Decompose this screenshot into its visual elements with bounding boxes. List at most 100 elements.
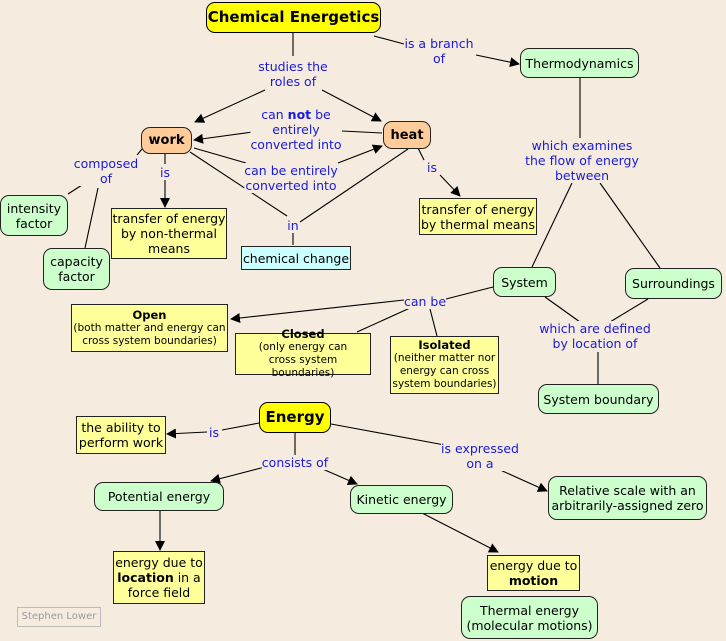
link-line [221, 422, 260, 431]
link-line [341, 130, 383, 134]
node-label: Potential energy [107, 489, 211, 504]
link-text: can [261, 107, 288, 122]
node-potential-energy[interactable]: Potential energy [94, 482, 224, 511]
link-line [356, 307, 411, 333]
link-emphasis: not [287, 107, 312, 122]
link-label-energy-is: is [209, 425, 219, 440]
node-label: transfer of energy [421, 201, 535, 217]
node-title: Isolated [418, 338, 471, 352]
link-text: is [209, 425, 219, 440]
link-line [417, 147, 425, 161]
node-relative-scale[interactable]: Relative scale with an arbitrarily-assig… [548, 476, 707, 520]
arrow-to-heat [337, 144, 383, 164]
node-label: Kinetic energy [356, 492, 447, 507]
link-line [429, 308, 438, 337]
node-ke-definition[interactable]: energy due to motion [487, 555, 580, 591]
node-chemical-energetics[interactable]: Chemical Energetics [206, 2, 381, 33]
node-work-definition[interactable]: transfer of energy by non-thermal means [111, 208, 227, 259]
node-label: chemical change [242, 250, 350, 266]
node-label: capacity [50, 254, 103, 269]
link-text: converted into [245, 178, 337, 193]
node-label: force field [127, 585, 191, 600]
link-text: consists of [261, 455, 329, 470]
node-label: system boundaries) [392, 378, 497, 390]
node-emphasis: location [117, 570, 174, 585]
node-label: factor [15, 215, 53, 231]
node-label: arbitrarily-assigned zero [551, 498, 704, 513]
link-text: on a [466, 456, 494, 471]
arrow-to-work [194, 89, 266, 123]
link-text: can be [403, 294, 447, 309]
node-pe-definition[interactable]: energy due to location in a force field [113, 551, 205, 604]
node-label: energy due to [489, 558, 578, 573]
node-system-boundary[interactable]: System boundary [538, 384, 659, 414]
node-label: (molecular motions) [466, 617, 593, 633]
node-kinetic-energy[interactable]: Kinetic energy [350, 485, 453, 514]
node-emphasis: motion [508, 573, 559, 588]
node-closed[interactable]: Closed (only energy can cross system bou… [235, 328, 371, 379]
link-line [67, 184, 83, 195]
node-ability[interactable]: the ability to perform work [76, 416, 166, 454]
arrow-to-ke-definition [421, 512, 499, 553]
link-text: composed [73, 156, 139, 171]
node-label: Chemical Energetics [207, 8, 380, 26]
node-label: perform work [78, 435, 164, 450]
link-line [599, 182, 661, 269]
node-energy[interactable]: Energy [259, 402, 331, 433]
node-heat[interactable]: heat [383, 121, 431, 149]
node-title: Open [132, 307, 167, 322]
link-line [609, 298, 649, 323]
link-text: is [160, 165, 170, 180]
node-label: the ability to [81, 420, 161, 435]
link-label-studies: studies the roles of [258, 59, 328, 89]
node-label: energy can cross [399, 365, 490, 377]
link-label-consists-of: consists of [261, 455, 329, 470]
node-thermodynamics[interactable]: Thermodynamics [520, 48, 639, 78]
node-label: by non-thermal [120, 226, 218, 241]
node-label: cross system boundaries) [82, 334, 217, 347]
node-label: energy due to [115, 555, 203, 570]
node-label: means [148, 241, 190, 256]
link-label-can-be: can be [403, 294, 447, 309]
link-line [330, 423, 451, 447]
link-line [544, 296, 581, 323]
link-line [189, 151, 288, 217]
node-chemical-change[interactable]: chemical change [241, 246, 351, 270]
node-surroundings[interactable]: Surroundings [625, 268, 722, 299]
node-label: in a [173, 570, 201, 585]
link-text: which examines [531, 138, 633, 153]
arrow-to-thermodynamics [475, 54, 520, 68]
link-text: which are defined [539, 321, 651, 336]
link-text: between [554, 168, 610, 183]
node-heat-definition[interactable]: transfer of energy by thermal means [419, 198, 537, 235]
link-text: is expressed [441, 441, 519, 456]
node-intensity-factor[interactable]: intensity factor [0, 195, 68, 236]
node-label: work [148, 133, 185, 148]
arrow-to-heat [321, 89, 382, 122]
node-work[interactable]: work [141, 127, 192, 154]
link-label-work-is: is [160, 165, 170, 180]
arrow-to-work [193, 130, 261, 144]
node-label: factor [58, 269, 95, 284]
node-label: Relative scale with an [559, 483, 696, 498]
node-system[interactable]: System [493, 267, 556, 297]
link-text: is [427, 160, 437, 175]
node-label: (neither matter nor [393, 352, 496, 364]
link-label-expressed: is expressed on a [441, 441, 519, 471]
link-label-in: in [287, 218, 299, 233]
node-open[interactable]: Open (both matter and energy can cross s… [71, 304, 228, 352]
link-text: by location of [552, 336, 638, 351]
node-label: Energy [265, 408, 325, 426]
node-label: by thermal means [421, 216, 535, 232]
node-capacity-factor[interactable]: capacity factor [43, 248, 110, 290]
link-line [136, 148, 143, 156]
link-label-cannot-convert: can not be entirely converted into [250, 107, 342, 152]
node-isolated[interactable]: Isolated (neither matter nor energy can … [390, 336, 499, 394]
link-label-composed-of: composed of [73, 156, 139, 186]
link-text: converted into [250, 137, 342, 152]
node-thermal-energy[interactable]: Thermal energy (molecular motions) [461, 596, 598, 639]
link-line [531, 182, 573, 268]
node-title: Closed [281, 327, 325, 341]
node-label: location in a [117, 570, 200, 585]
